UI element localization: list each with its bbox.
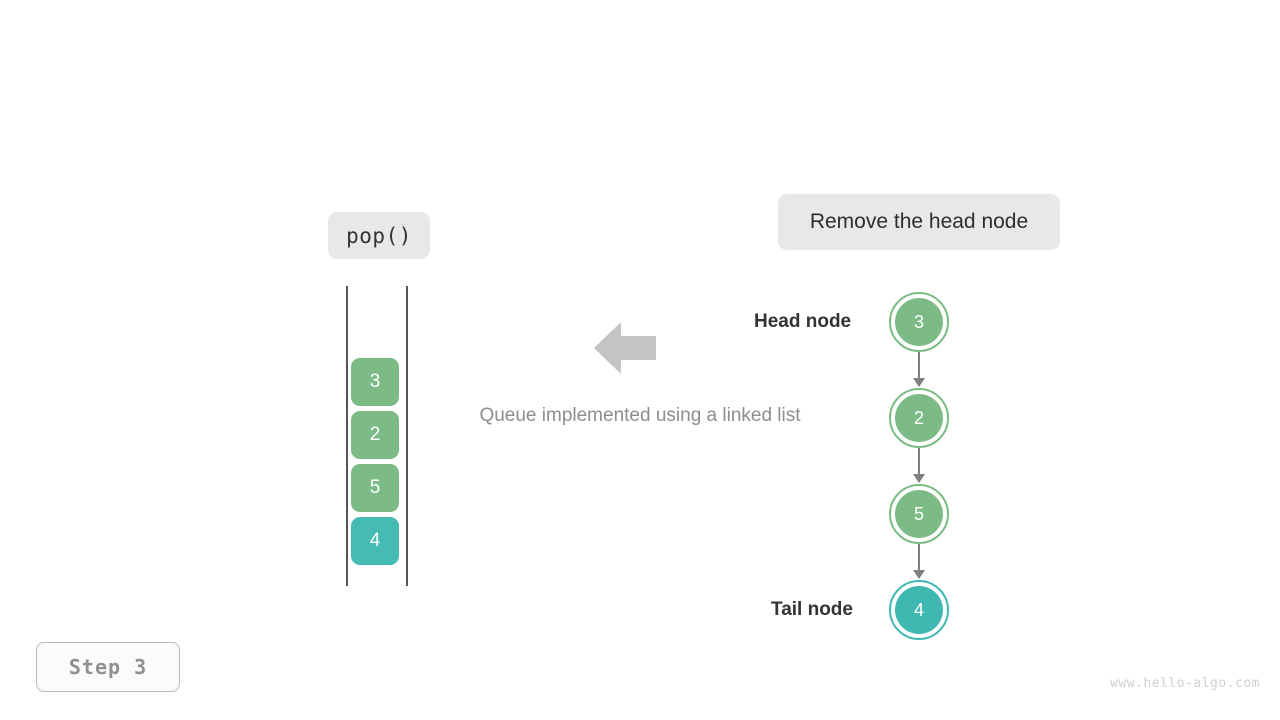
operation-badge-pop: pop() [328, 212, 430, 259]
queue-item-value: 5 [369, 477, 381, 498]
node-value: 2 [913, 407, 924, 428]
linked-list-node: 4 [889, 580, 949, 640]
node-value: 4 [913, 599, 924, 620]
node-connector-arrowhead-icon [913, 378, 925, 387]
queue-item-value: 3 [369, 371, 381, 392]
queue-item: 4 [351, 517, 399, 565]
linked-list-node: 5 [889, 484, 949, 544]
left-arrow-icon [594, 322, 656, 374]
head-node-label: Head node [754, 311, 852, 332]
queue-item-value: 2 [369, 424, 381, 445]
action-description-badge: Remove the head node [778, 194, 1060, 250]
step-badge: Step 3 [36, 642, 180, 692]
node-disc [895, 586, 943, 634]
node-disc [895, 298, 943, 346]
queue-rail-left [346, 286, 348, 586]
node-value: 5 [913, 503, 924, 524]
queue-container: 3 2 5 4 [345, 286, 409, 586]
node-connector-arrowhead-icon [913, 570, 925, 579]
node-connector-line [918, 544, 920, 572]
node-connector-line [918, 448, 920, 476]
node-value: 3 [913, 311, 924, 332]
node-disc [895, 394, 943, 442]
queue-item: 2 [351, 411, 399, 459]
queue-item-list: 3 2 5 4 [351, 358, 399, 565]
linked-list-container: 3 2 5 4 [889, 292, 949, 640]
node-connector-arrowhead-icon [913, 474, 925, 483]
linked-list-node: 2 [889, 388, 949, 448]
linked-list-node: 3 [889, 292, 949, 352]
tail-node-label: Tail node [771, 599, 853, 620]
queue-item: 5 [351, 464, 399, 512]
watermark: www.hello-algo.com [1110, 676, 1260, 691]
node-disc [895, 490, 943, 538]
figure-caption: Queue implemented using a linked list [479, 405, 801, 426]
queue-rail-right [406, 286, 408, 586]
node-connector-line [918, 352, 920, 380]
queue-item: 3 [351, 358, 399, 406]
queue-item-value: 4 [369, 530, 381, 551]
